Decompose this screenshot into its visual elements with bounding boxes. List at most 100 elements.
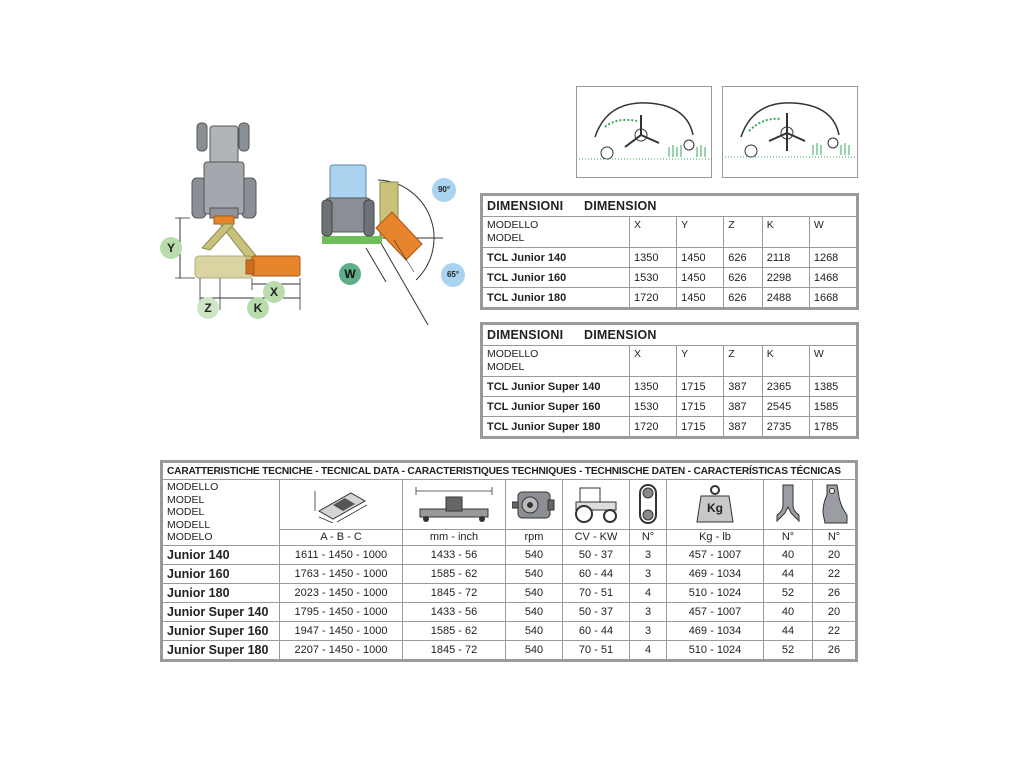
working-width-icon — [415, 487, 493, 523]
cell-power: 60 - 44 — [562, 563, 630, 584]
cell-z: 626 — [723, 247, 763, 268]
tractor-power-icon — [575, 487, 617, 524]
row-model-name: Junior 180 — [162, 582, 280, 603]
title-italian: DIMENSIONI — [487, 199, 564, 213]
working-width-icon-cell — [402, 479, 506, 530]
title-italian: DIMENSIONI — [487, 328, 564, 342]
weight-icon-text: Kg — [707, 501, 723, 516]
cell-belts: 4 — [629, 582, 667, 603]
unit-rpm: rpm — [505, 528, 563, 546]
table-row: Junior Super 180 2207 - 1450 - 1000 1845… — [162, 639, 856, 660]
cell-blades: 20 — [812, 544, 856, 565]
cell-x: 1720 — [628, 287, 678, 308]
cell-k: 2735 — [761, 416, 810, 437]
cell-k: 2365 — [761, 376, 810, 397]
cell-weight: 469 - 1034 — [666, 563, 764, 584]
dimension-w-badge: W — [339, 263, 361, 285]
blades-icon-cell — [812, 479, 856, 530]
cell-power: 50 - 37 — [562, 544, 630, 565]
row-model-name: Junior Super 160 — [162, 620, 280, 641]
gearbox-icon-cell — [505, 479, 563, 530]
col-z-header: Z — [723, 216, 763, 248]
table-row: Junior Super 160 1947 - 1450 - 1000 1585… — [162, 620, 856, 641]
table-row: Junior 140 1611 - 1450 - 1000 1433 - 56 … — [162, 544, 856, 565]
cell-dimensions: 2023 - 1450 - 1000 — [279, 582, 403, 603]
cell-belts: 3 — [629, 620, 667, 641]
model-label: MODEL — [167, 493, 205, 506]
table-row: TCL Junior Super 180 1720 1715 387 2735 … — [482, 416, 858, 437]
cell-w: 1585 — [808, 396, 858, 417]
cell-w: 1668 — [808, 287, 858, 308]
cell-z: 387 — [723, 416, 763, 437]
dimension-z-badge: Z — [197, 297, 219, 319]
tractor-rear-view-diagram — [321, 164, 443, 326]
cell-w: 1785 — [808, 416, 858, 437]
model-label: MODELO — [167, 531, 213, 543]
cell-working-width: 1845 - 72 — [402, 639, 506, 660]
cell-rpm: 540 — [505, 582, 563, 603]
cell-rpm: 540 — [505, 563, 563, 584]
table-row: Junior Super 140 1795 - 1450 - 1000 1433… — [162, 601, 856, 622]
cell-x: 1720 — [628, 416, 678, 437]
model-label: MODELLO — [167, 481, 219, 493]
tractor-power-icon-cell — [562, 479, 630, 530]
cell-y: 1715 — [676, 396, 725, 417]
col-x-header: X — [628, 345, 678, 377]
hammers-icon-cell — [763, 479, 813, 530]
cell-weight: 457 - 1007 — [666, 601, 764, 622]
cell-rpm: 540 — [505, 544, 563, 565]
cell-weight: 510 - 1024 — [666, 639, 764, 660]
cell-belts: 4 — [629, 639, 667, 660]
cell-blades: 22 — [812, 620, 856, 641]
cell-y: 1715 — [676, 376, 725, 397]
unit-power: CV - KW — [562, 528, 630, 546]
cell-dimensions: 1763 - 1450 - 1000 — [279, 563, 403, 584]
cell-k: 2488 — [761, 287, 810, 308]
cell-x: 1530 — [628, 396, 678, 417]
cell-belts: 3 — [629, 544, 667, 565]
cell-working-width: 1845 - 72 — [402, 582, 506, 603]
cell-working-width: 1433 - 56 — [402, 601, 506, 622]
cell-rpm: 540 — [505, 620, 563, 641]
cell-w: 1468 — [808, 267, 858, 288]
dimensions-icon-cell — [279, 479, 403, 530]
angle-65-badge: 65° — [441, 263, 465, 287]
cell-y: 1715 — [676, 416, 725, 437]
angle-90-badge: 90° — [432, 178, 456, 202]
cell-z: 626 — [723, 267, 763, 288]
cell-hammers: 44 — [763, 563, 813, 584]
unit-weight: Kg - lb — [666, 528, 764, 546]
cell-hammers: 44 — [763, 620, 813, 641]
col-k-header: K — [761, 216, 810, 248]
col-z-header: Z — [723, 345, 763, 377]
table-row: TCL Junior 140 1350 1450 626 2118 1268 — [482, 247, 858, 268]
cell-hammers: 40 — [763, 601, 813, 622]
row-model-name: TCL Junior 140 — [482, 247, 630, 268]
row-model-name: TCL Junior Super 160 — [482, 396, 630, 417]
cell-power: 60 - 44 — [562, 620, 630, 641]
row-model-name: Junior 160 — [162, 563, 280, 584]
cell-hammers: 52 — [763, 639, 813, 660]
col-x-header: X — [628, 216, 678, 248]
rotor-hammer-section-image — [576, 86, 712, 178]
col-w-header: W — [808, 216, 858, 248]
cell-y: 1450 — [676, 267, 725, 288]
col-w-header: W — [808, 345, 858, 377]
cell-hammers: 52 — [763, 582, 813, 603]
cell-y: 1450 — [676, 247, 725, 268]
col-k-header: K — [761, 345, 810, 377]
cell-belts: 3 — [629, 563, 667, 584]
unit-working-width: mm - inch — [402, 528, 506, 546]
cell-power: 50 - 37 — [562, 601, 630, 622]
cell-x: 1350 — [628, 247, 678, 268]
row-model-name: TCL Junior Super 140 — [482, 376, 630, 397]
cell-working-width: 1433 - 56 — [402, 544, 506, 565]
weight-icon: Kg — [695, 484, 735, 524]
cell-dimensions: 1611 - 1450 - 1000 — [279, 544, 403, 565]
table-row: Junior 160 1763 - 1450 - 1000 1585 - 62 … — [162, 563, 856, 584]
model-label-en: MODEL — [487, 361, 525, 373]
table-row: TCL Junior 160 1530 1450 626 2298 1468 — [482, 267, 858, 288]
